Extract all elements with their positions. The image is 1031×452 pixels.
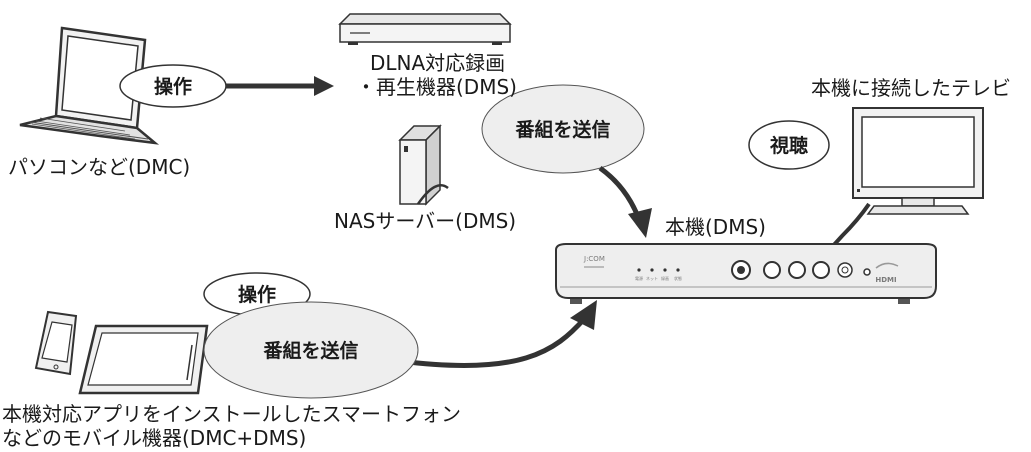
tablet-icon bbox=[78, 324, 209, 395]
device-button-4 bbox=[837, 262, 853, 278]
unit-label: 本機(DMS) bbox=[665, 215, 766, 239]
recorder-icon bbox=[338, 13, 512, 45]
mobile-label-line2: などのモバイル機器(DMC+DMS) bbox=[2, 426, 307, 450]
led-label-3: 状態 bbox=[674, 275, 682, 281]
send-program-arrow-bottom bbox=[399, 316, 587, 369]
send-program-bubble-top-text: 番組を送信 bbox=[514, 118, 610, 141]
device-button-3 bbox=[812, 261, 830, 279]
smartphone-icon bbox=[34, 310, 78, 376]
nas-label: NASサーバー(DMS) bbox=[334, 209, 517, 233]
send-program-bubble-bottom-text: 番組を送信 bbox=[262, 339, 358, 362]
send-program-bubble-top bbox=[481, 84, 645, 174]
led-label-0: 電源 bbox=[635, 275, 643, 281]
mobile-label-line1: 本機対応アプリをインストールしたスマートフォン bbox=[2, 402, 461, 426]
television-icon bbox=[852, 107, 984, 215]
led-status bbox=[676, 268, 680, 272]
nas-server-icon bbox=[398, 124, 449, 206]
led-label-2: 録画 bbox=[661, 275, 669, 281]
send-program-bubble-bottom bbox=[203, 301, 419, 399]
pc-to-recorder-arrowhead bbox=[314, 76, 334, 96]
tv-cable bbox=[830, 202, 871, 249]
device-button-1 bbox=[763, 261, 781, 279]
recorder-label-line2: ・再生機器(DMS) bbox=[356, 75, 517, 99]
laptop-icon bbox=[19, 26, 160, 145]
brand-stripe bbox=[584, 266, 604, 268]
device-button-2 bbox=[788, 261, 806, 279]
pc-label: パソコンなど(DMC) bbox=[8, 155, 191, 179]
led-power bbox=[637, 268, 641, 272]
operate-bubble-mobile-text: 操作 bbox=[238, 283, 276, 306]
hdmi-logo-text: HDMI bbox=[875, 276, 896, 284]
send-program-arrowhead-top bbox=[628, 208, 652, 238]
operate-bubble-pc-text: 操作 bbox=[154, 75, 192, 98]
send-program-arrowhead-bottom bbox=[570, 300, 597, 330]
recorder-label-line1: DLNA対応録画 bbox=[370, 51, 506, 75]
brand-logo-text: J:COM bbox=[583, 255, 605, 263]
tv-label: 本機に接続したテレビ bbox=[811, 76, 1011, 100]
hdmi-swoosh bbox=[875, 262, 899, 269]
led-net bbox=[650, 268, 654, 272]
set-top-box: J:COM 電源 ネット 録画 状態 HDMI bbox=[555, 243, 937, 304]
view-bubble-text: 視聴 bbox=[769, 134, 808, 157]
led-rec bbox=[663, 268, 667, 272]
view-bubble bbox=[748, 120, 830, 170]
device-led-small bbox=[863, 268, 871, 276]
led-label-1: ネット bbox=[646, 275, 658, 281]
